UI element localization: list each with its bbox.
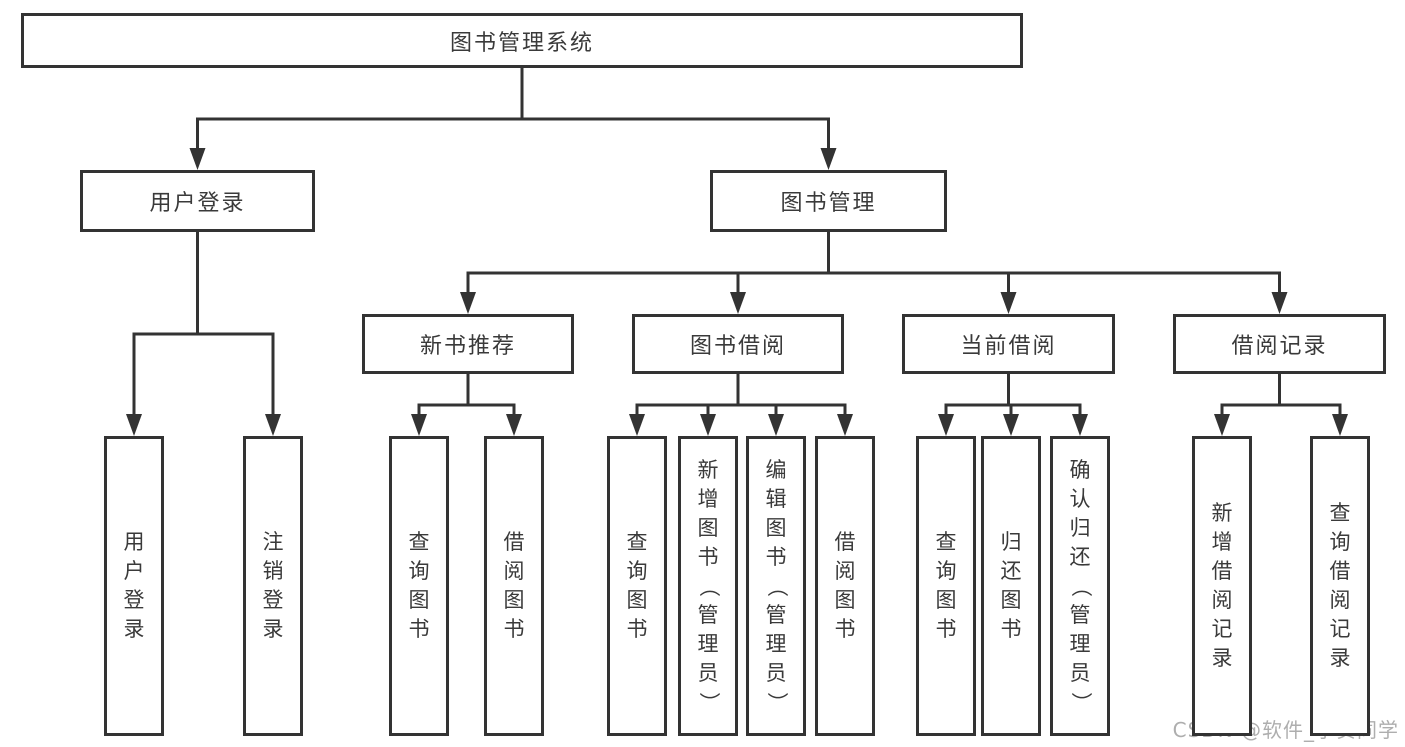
node-leaf-borrow-book-1: 借阅图书: [484, 436, 544, 736]
arrowhead-down: [1000, 292, 1017, 314]
node-label-leaf-confirm-return: 确认归还（管理员）: [1068, 457, 1093, 713]
node-leaf-query-book-2: 查询图书: [607, 436, 667, 736]
node-label-current-borrow: 当前借阅: [960, 334, 1057, 359]
node-label-user-login: 用户登录: [149, 191, 246, 216]
node-label-leaf-query-book-3: 查询图书: [935, 530, 957, 641]
node-label-root: 图书管理系统: [449, 30, 594, 56]
arrowhead-down: [1332, 414, 1348, 436]
arrowhead-down: [700, 414, 716, 436]
node-label-leaf-add-book: 新增图书（管理员）: [696, 457, 721, 713]
node-leaf-query-book-3: 查询图书: [916, 436, 976, 736]
node-label-book-management: 图书管理: [780, 191, 877, 216]
node-leaf-return-book: 归还图书: [981, 436, 1041, 736]
arrowhead-down: [938, 414, 954, 436]
node-current-borrow: 当前借阅: [902, 314, 1115, 374]
node-root: 图书管理系统: [21, 13, 1023, 68]
node-label-leaf-user-login: 用户登录: [123, 530, 145, 641]
node-label-leaf-borrow-book-1: 借阅图书: [503, 530, 525, 641]
arrowhead-down: [1072, 414, 1088, 436]
arrowhead-down: [189, 148, 206, 170]
arrowhead-down: [265, 414, 281, 436]
arrowhead-down: [506, 414, 522, 436]
node-leaf-confirm-return: 确认归还（管理员）: [1050, 436, 1110, 736]
node-leaf-user-login: 用户登录: [104, 436, 164, 736]
node-leaf-add-book: 新增图书（管理员）: [678, 436, 738, 736]
arrowhead-down: [460, 292, 476, 314]
arrowhead-down: [411, 414, 427, 436]
arrowhead-down: [1214, 414, 1230, 436]
node-label-borrow-records: 借阅记录: [1231, 334, 1328, 359]
node-label-leaf-logout: 注销登录: [262, 530, 284, 641]
arrowhead-down: [820, 148, 837, 170]
node-label-leaf-query-record: 查询借阅记录: [1329, 501, 1351, 670]
arrowhead-down: [126, 414, 142, 436]
node-book-management: 图书管理: [710, 170, 947, 232]
node-label-leaf-return-book: 归还图书: [1000, 530, 1022, 641]
arrowhead-down: [1271, 292, 1288, 314]
node-leaf-add-record: 新增借阅记录: [1192, 436, 1252, 736]
node-label-leaf-query-book-1: 查询图书: [408, 530, 430, 641]
arrowhead-down: [730, 292, 746, 314]
node-leaf-query-book-1: 查询图书: [389, 436, 449, 736]
node-new-book-recommend: 新书推荐: [362, 314, 574, 374]
arrowhead-down: [837, 414, 853, 436]
node-label-leaf-add-record: 新增借阅记录: [1211, 501, 1233, 670]
node-leaf-borrow-book-2: 借阅图书: [815, 436, 875, 736]
node-book-borrow: 图书借阅: [632, 314, 844, 374]
arrowhead-down: [1003, 414, 1019, 436]
node-label-book-borrow: 图书借阅: [689, 334, 786, 359]
node-label-new-book-recommend: 新书推荐: [419, 334, 516, 359]
node-leaf-query-record: 查询借阅记录: [1310, 436, 1370, 736]
node-label-leaf-borrow-book-2: 借阅图书: [834, 530, 856, 641]
node-borrow-records: 借阅记录: [1173, 314, 1386, 374]
node-user-login: 用户登录: [80, 170, 315, 232]
node-label-leaf-edit-book: 编辑图书（管理员）: [764, 457, 789, 713]
arrowhead-down: [629, 414, 645, 436]
node-label-leaf-query-book-2: 查询图书: [626, 530, 648, 641]
node-leaf-logout: 注销登录: [243, 436, 303, 736]
arrowhead-down: [768, 414, 784, 436]
node-leaf-edit-book: 编辑图书（管理员）: [746, 436, 806, 736]
